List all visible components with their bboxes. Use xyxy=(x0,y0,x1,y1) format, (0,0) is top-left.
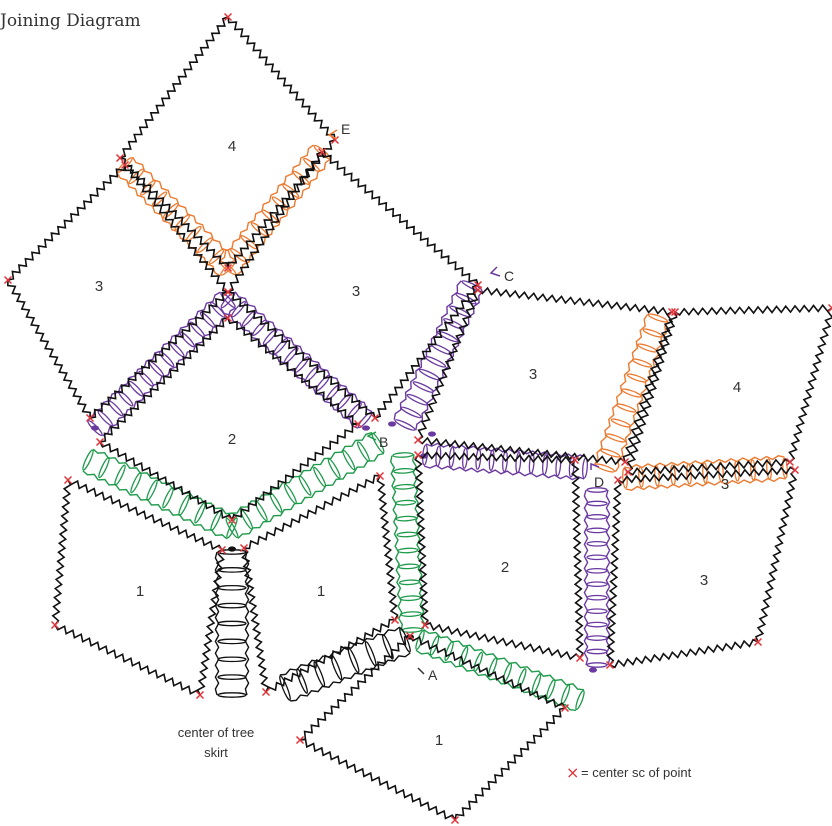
join-dot xyxy=(91,425,99,430)
center-sc-x-icon xyxy=(52,622,59,629)
center-label-line-1: center of tree xyxy=(178,725,255,740)
legend-x-icon: × xyxy=(566,763,579,782)
center-sc-x-icon xyxy=(422,622,429,629)
center-sc-x-icon xyxy=(625,469,632,476)
black-join-bottom xyxy=(278,627,412,701)
green-join-left xyxy=(81,449,238,539)
black-join-center xyxy=(215,550,248,697)
outline-bottom-1 xyxy=(300,636,565,820)
piece-label-bottom-1: 1 xyxy=(435,732,443,749)
center-sc-markers xyxy=(5,14,832,824)
center-label-line-2: skirt xyxy=(204,745,228,760)
piece-label-upper-left-3: 3 xyxy=(95,278,103,295)
purple-join-left xyxy=(86,291,236,436)
piece-label-right-3-top: 3 xyxy=(529,366,537,383)
outline-center-2 xyxy=(100,318,358,520)
outline-upper-left-3 xyxy=(8,165,228,418)
legend-text: = center sc of point xyxy=(581,765,692,780)
motif-outlines xyxy=(8,17,832,820)
center-sc-x-icon xyxy=(65,477,72,484)
pointer-d-icon xyxy=(591,464,599,470)
piece-label-upper-mid-3: 3 xyxy=(352,283,360,300)
center-sc-x-icon xyxy=(829,305,832,312)
piece-label-far-right-4: 4 xyxy=(733,379,741,396)
join-dot xyxy=(428,431,436,436)
piece-label-far-right-3: 3 xyxy=(721,476,729,493)
center-sc-x-icon xyxy=(197,692,204,699)
diagram-title: Joining Diagram xyxy=(0,11,141,31)
center-sc-x-icon xyxy=(263,689,270,696)
point-label-e: E xyxy=(341,121,350,137)
pointer-c-icon xyxy=(491,267,500,276)
outline-right-2 xyxy=(415,452,583,659)
point-label-d: D xyxy=(594,474,604,490)
outline-right-3 xyxy=(607,467,796,667)
point-label-a: A xyxy=(428,667,438,683)
pointer-a-icon xyxy=(418,668,424,674)
orange-join-left xyxy=(116,156,236,276)
purple-join-right xyxy=(220,291,373,429)
center-sc-x-icon xyxy=(792,467,799,474)
orange-join-right-horizontal xyxy=(622,456,788,490)
piece-label-top-4: 4 xyxy=(228,138,236,155)
join-dot xyxy=(589,667,597,672)
center-sc-x-icon xyxy=(755,639,762,646)
outline-far-right-4 xyxy=(628,305,832,475)
center-sc-x-icon xyxy=(577,655,584,662)
purple-join-d-vertical xyxy=(584,488,609,667)
join-dot xyxy=(362,425,370,430)
center-sc-x-icon xyxy=(415,437,422,444)
piece-label-center-2: 2 xyxy=(228,431,236,448)
piece-label-right-3: 3 xyxy=(700,572,708,589)
outline-right-3-top xyxy=(418,288,672,464)
join-dot xyxy=(388,421,396,426)
center-sc-x-icon xyxy=(787,459,794,466)
orange-join-right-vertical xyxy=(595,313,669,474)
piece-label-left-1: 1 xyxy=(136,583,144,600)
join-dot xyxy=(228,546,236,551)
piece-label-right-2: 2 xyxy=(501,559,509,576)
purple-join-d-horizontal xyxy=(422,443,588,479)
point-label-b: B xyxy=(379,434,388,450)
point-label-c: C xyxy=(504,268,514,284)
piece-label-mid-1: 1 xyxy=(317,583,325,600)
center-sc-x-icon xyxy=(615,477,622,484)
